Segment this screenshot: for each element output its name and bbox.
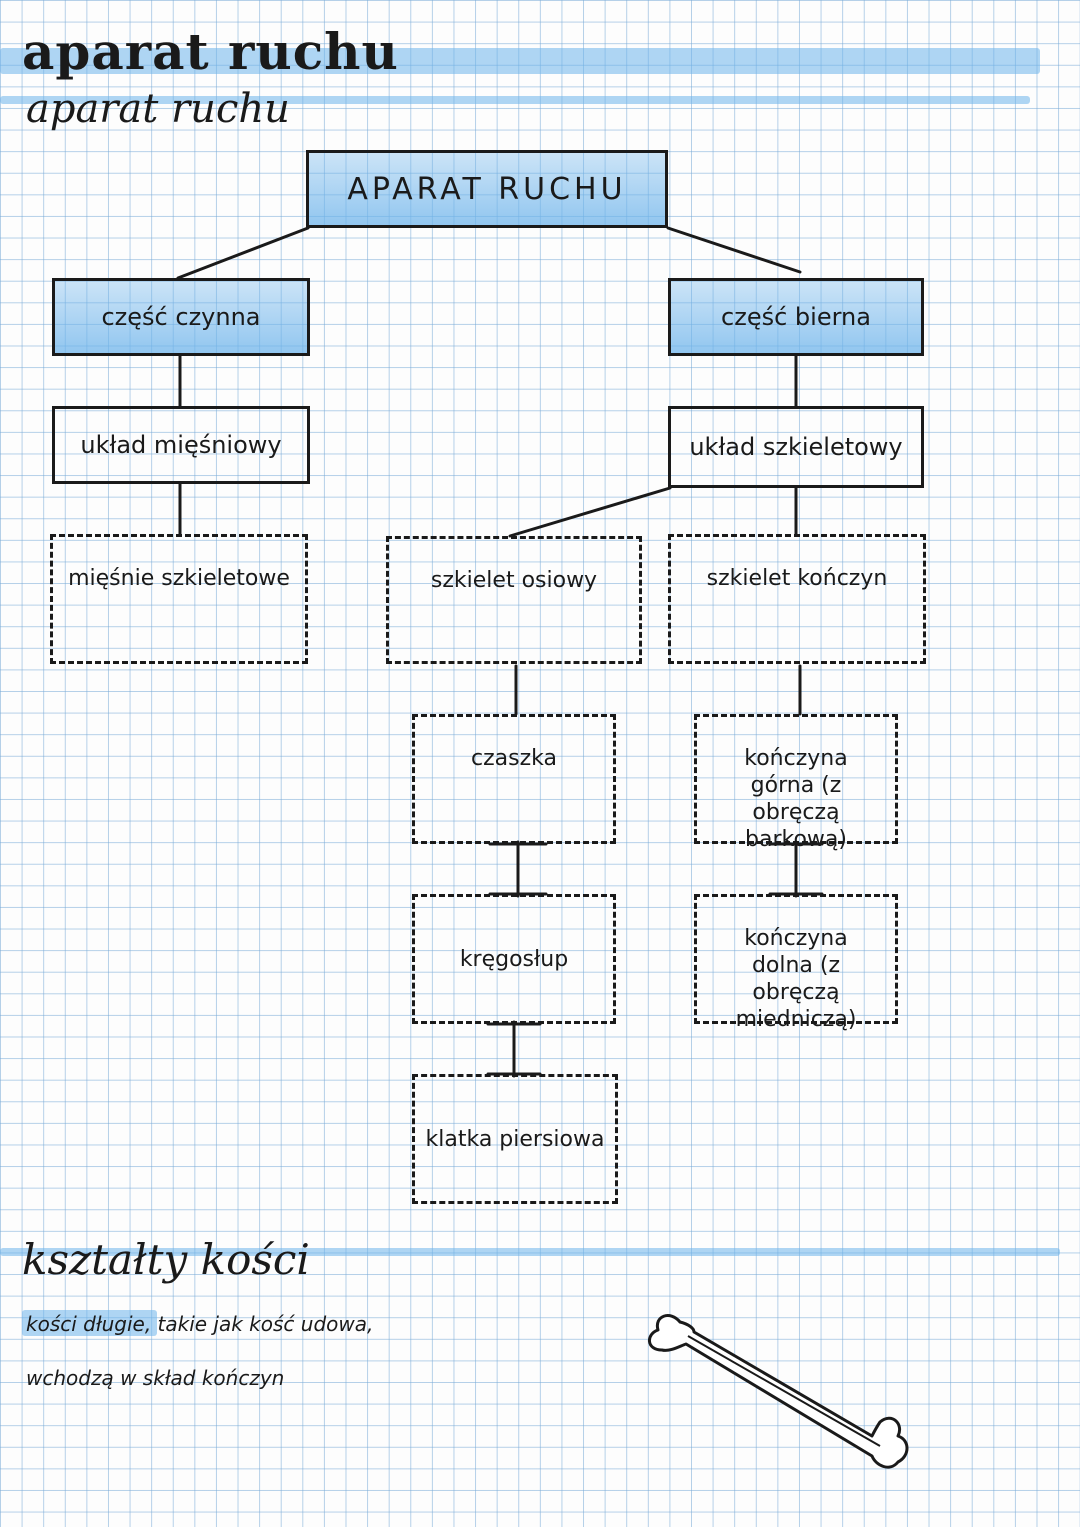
skeletal-muscles-box: mięśnie szkieletowe [50,534,308,664]
page-title: aparat ruchu [22,22,399,81]
page-subtitle: aparat ruchu [26,86,290,132]
bone-icon [648,1314,909,1469]
limb-skeleton-box: szkielet kończyn [668,534,926,664]
root-box: APARAT RUCHU [306,150,668,228]
passive-part-box: część bierna [668,278,924,356]
section-highlight [0,1248,1060,1256]
connector-root-passive [666,226,802,274]
spine-box: kręgosłup [412,894,616,1024]
lower-limb-box: kończyna dolna (z obręczą miedniczą) [694,894,898,1032]
connector-skeletal-axial [508,486,672,538]
text-highlight [22,1310,157,1336]
title-highlight [0,48,1040,74]
skeletal-system-box: układ szkieletowy [668,406,924,488]
upper-limb-box: kończyna górna (z obręczą barkową) [694,714,898,852]
section-text-line-1: kości długie, takie jak kość udowa, [26,1312,374,1336]
section-title: kształty kości [22,1235,310,1284]
skull-box: czaszka [412,714,616,844]
connector-root-active [176,226,310,280]
subtitle-highlight [0,96,1030,104]
ribcage-box: klatka piersiowa [412,1074,618,1204]
active-part-box: część czynna [52,278,310,356]
muscular-system-box: układ mięśniowy [52,406,310,484]
section-text-line-2: wchodzą w skład kończyn [26,1366,285,1390]
axial-skeleton-box: szkielet osiowy [386,536,642,664]
